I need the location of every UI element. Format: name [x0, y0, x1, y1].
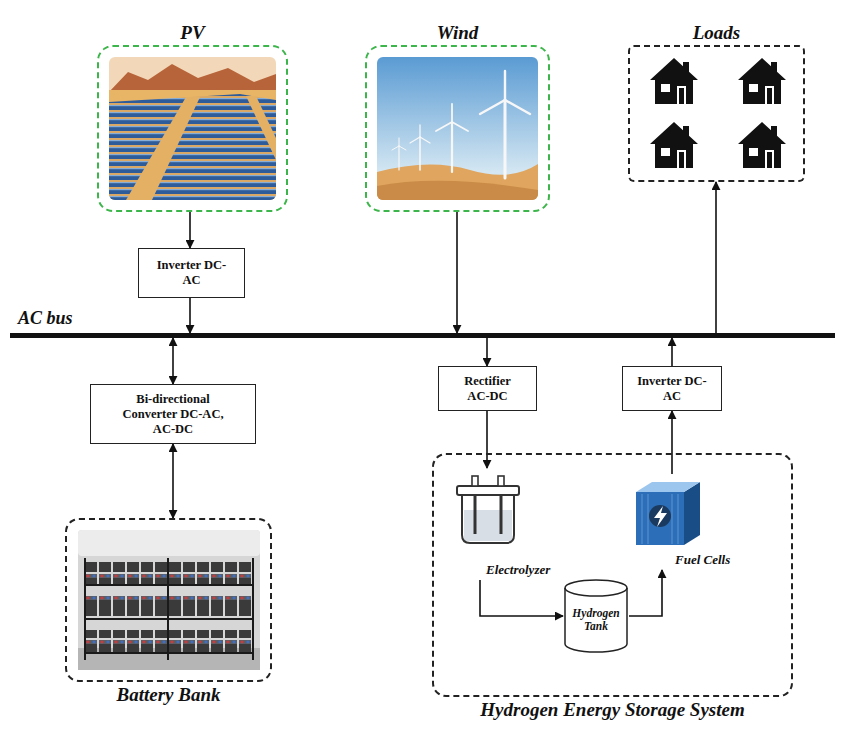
inverter-box: Inverter DC-AC — [622, 366, 722, 411]
house-icons-part — [650, 58, 698, 104]
wind-picture-part-part — [504, 71, 506, 100]
electrolyzer-icon-part — [472, 476, 478, 486]
fuel-cell-icon-part-part — [678, 494, 679, 544]
electrolyzer-node: Electrolyzer — [450, 468, 565, 580]
wind-picture-part-part — [399, 146, 406, 150]
fuel-cell-icon-part — [684, 482, 700, 545]
pv-frame: PV — [97, 45, 288, 212]
fuel-cell-icon-part-part — [648, 494, 649, 544]
battery-frame: Battery Bank — [65, 518, 272, 682]
battery-picture-part — [84, 558, 254, 660]
node-label: Inverter DC-AC — [637, 374, 707, 404]
house-icons — [650, 58, 786, 168]
pv-picture-part — [126, 97, 200, 200]
house-icons-part — [650, 122, 698, 168]
electrolyzer-icon-part — [462, 495, 514, 543]
pv-picture-part — [109, 90, 276, 200]
wind-picture-part — [377, 57, 538, 200]
flow-arrow — [486, 338, 488, 366]
battery-picture-part — [78, 530, 260, 670]
wind-picture-part-part — [410, 137, 420, 143]
fuel-cell-icon-part — [636, 482, 700, 492]
node-label: Bi-directional Converter DC-AC, AC-DC — [117, 392, 229, 437]
cylinder-rim — [565, 588, 627, 596]
flow-arrow — [629, 570, 662, 616]
wind-picture-part — [377, 164, 538, 200]
wind-picture-part-part — [398, 146, 399, 170]
wind-picture-part-part — [451, 104, 453, 122]
wind-picture-part-part — [436, 122, 452, 131]
fuel-cell-icon-part — [649, 505, 671, 527]
battery-picture — [78, 530, 260, 670]
flow-arrow — [671, 338, 673, 366]
wind-picture-part-part — [420, 137, 430, 143]
cylinder-body — [565, 580, 627, 652]
node-label: Hydrogen Energy Storage System — [394, 699, 831, 721]
converter-box: Bi-directional Converter DC-AC, AC-DC — [90, 384, 256, 444]
pv-picture-part — [246, 96, 276, 160]
node-label: AC bus — [18, 308, 73, 329]
battery-picture-part — [78, 530, 260, 556]
flow-arrow — [715, 182, 717, 333]
fuel-cell-icon-part — [636, 492, 684, 545]
fuel-cell-icon-part-part — [642, 494, 643, 544]
node-label: PV — [59, 22, 326, 44]
node-label: Electrolyzer — [486, 562, 550, 578]
wind-picture — [377, 57, 538, 200]
fuel-cell-icon-part-part — [672, 494, 673, 544]
flow-arrow — [189, 298, 191, 333]
electrolyzer-icon-part — [498, 476, 504, 486]
wind-picture-part-part — [505, 100, 530, 114]
hydrogen-tank: Hydrogen Tank — [563, 578, 629, 654]
flow-arrow — [189, 212, 191, 248]
node-label: Wind — [327, 22, 588, 44]
flow-arrow — [172, 444, 174, 518]
pv-picture-part — [109, 94, 276, 200]
battery-picture-part-part — [84, 558, 86, 660]
electrolyzer-icon-part — [500, 495, 503, 534]
wind-picture-part-part — [452, 122, 468, 131]
flow-arrow — [172, 338, 174, 384]
fuel-cell-node: Fuel Cells — [625, 474, 775, 570]
battery-picture-part-part — [167, 558, 169, 660]
flow-arrow — [480, 580, 563, 616]
pv-picture — [109, 57, 276, 200]
electrolyzer-icon-part — [464, 510, 512, 541]
wind-picture-part-part — [399, 138, 400, 146]
electrolyzer-icon-part — [474, 495, 477, 534]
house-icons-part — [738, 58, 786, 104]
node-label: Hydrogen Tank — [567, 607, 625, 633]
battery-picture-part-part — [252, 558, 254, 660]
node-label: Inverter DC-AC — [157, 258, 227, 288]
wind-picture-part — [377, 181, 538, 200]
wind-picture-part-part — [504, 100, 507, 178]
fuel-cell-icon-part — [654, 506, 667, 527]
rectifier-box: Rectifier AC-DC — [438, 366, 537, 411]
node-label: Loads — [590, 22, 843, 44]
house-icons-part — [738, 122, 786, 168]
flow-arrow — [456, 212, 458, 333]
wind-picture-part-part — [419, 137, 421, 170]
node-label: Rectifier AC-DC — [453, 374, 523, 404]
wind-picture-part-part — [480, 100, 505, 114]
fuel-cell-icon — [636, 482, 700, 545]
ac-bus: AC bus — [10, 333, 835, 338]
node-label: Battery Bank — [27, 684, 310, 706]
node-label: Fuel Cells — [675, 552, 730, 568]
fuel-cell-icon-part — [642, 494, 678, 544]
flow-arrow — [671, 411, 673, 474]
electrolyzer-icon — [457, 476, 519, 543]
wind-picture-part-part — [419, 125, 420, 137]
wind-frame: Wind — [365, 45, 550, 212]
storage-frame: Hydrogen Energy Storage SystemElectrolyz… — [432, 453, 793, 697]
electrolyzer-icon-part — [457, 486, 519, 495]
wind-picture-part — [392, 71, 530, 178]
loads-frame: Loads — [628, 45, 805, 182]
pv-picture-part — [109, 57, 276, 200]
inverter-box: Inverter DC-AC — [138, 248, 245, 298]
wind-picture-part-part — [451, 122, 453, 172]
flow-arrow — [486, 411, 488, 468]
wind-picture-part-part — [392, 146, 399, 150]
